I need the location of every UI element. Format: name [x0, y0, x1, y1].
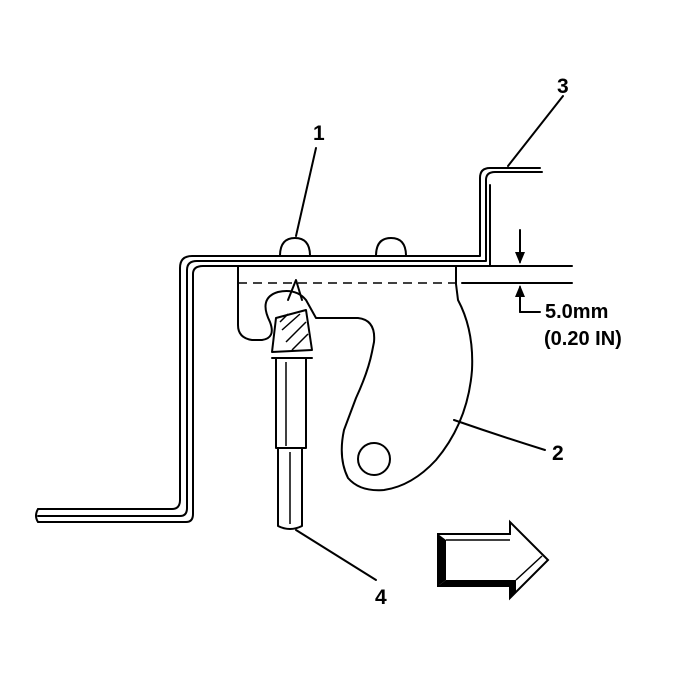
dimension-metric-label: 5.0mm — [545, 301, 608, 323]
dimension-arrows — [515, 229, 541, 313]
dimension-imperial-label: (0.20 IN) — [544, 328, 622, 350]
panel-bracket — [35, 167, 543, 523]
callout-4: 4 — [375, 586, 387, 609]
connector-cable — [271, 279, 313, 530]
callout-3: 3 — [557, 75, 569, 98]
callout-2: 2 — [552, 442, 564, 465]
switch-plate — [237, 265, 474, 492]
rivet-heads — [279, 237, 407, 257]
callout-1: 1 — [313, 122, 325, 145]
reference-lines — [461, 265, 573, 284]
leader-lines — [295, 95, 564, 581]
right-arrow-icon — [437, 519, 550, 601]
